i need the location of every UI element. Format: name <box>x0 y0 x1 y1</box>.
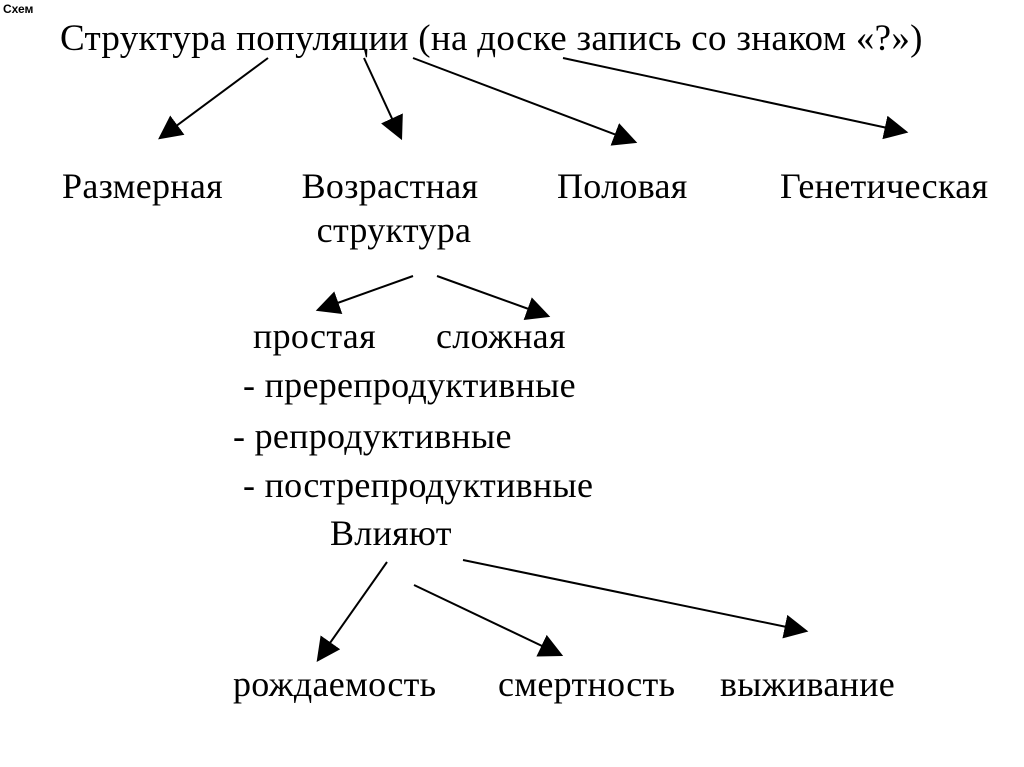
node-age-line2: структура <box>316 210 472 250</box>
arrow-title-to-age <box>363 57 403 141</box>
node-size-structure: Размерная <box>62 166 223 206</box>
node-mortality: смертность <box>498 664 676 704</box>
node-age-line1: Возрастная <box>301 166 479 206</box>
arrow-title-to-size <box>158 57 269 140</box>
node-complex: сложная <box>436 316 566 356</box>
arrow-title-to-genetic <box>562 57 909 140</box>
node-survival: выживание <box>720 664 896 704</box>
diagram-title: Структура популяции (на доске запись со … <box>60 18 923 59</box>
age-group-prereproductive: - пререпродуктивные <box>243 365 576 405</box>
arrow-influence-to-birth <box>316 561 388 662</box>
node-sex-structure: Половая <box>557 166 688 206</box>
arrow-influence-to-survival <box>462 559 809 639</box>
arrow-title-to-sex <box>412 57 638 146</box>
arrow-influence-to-mortality <box>413 584 564 657</box>
arrow-age-to-simple <box>315 275 414 315</box>
arrow-age-to-complex <box>436 275 551 320</box>
node-genetic-structure: Генетическая <box>780 166 989 206</box>
node-influence: Влияют <box>330 513 452 553</box>
node-age-structure: Возрастная структура <box>280 166 500 250</box>
corner-label: Схем <box>3 2 33 16</box>
node-simple: простая <box>253 316 376 356</box>
age-group-reproductive: - репродуктивные <box>233 416 512 456</box>
age-group-postreproductive: - пострепродуктивные <box>243 465 594 505</box>
node-birth-rate: рождаемость <box>233 664 437 704</box>
